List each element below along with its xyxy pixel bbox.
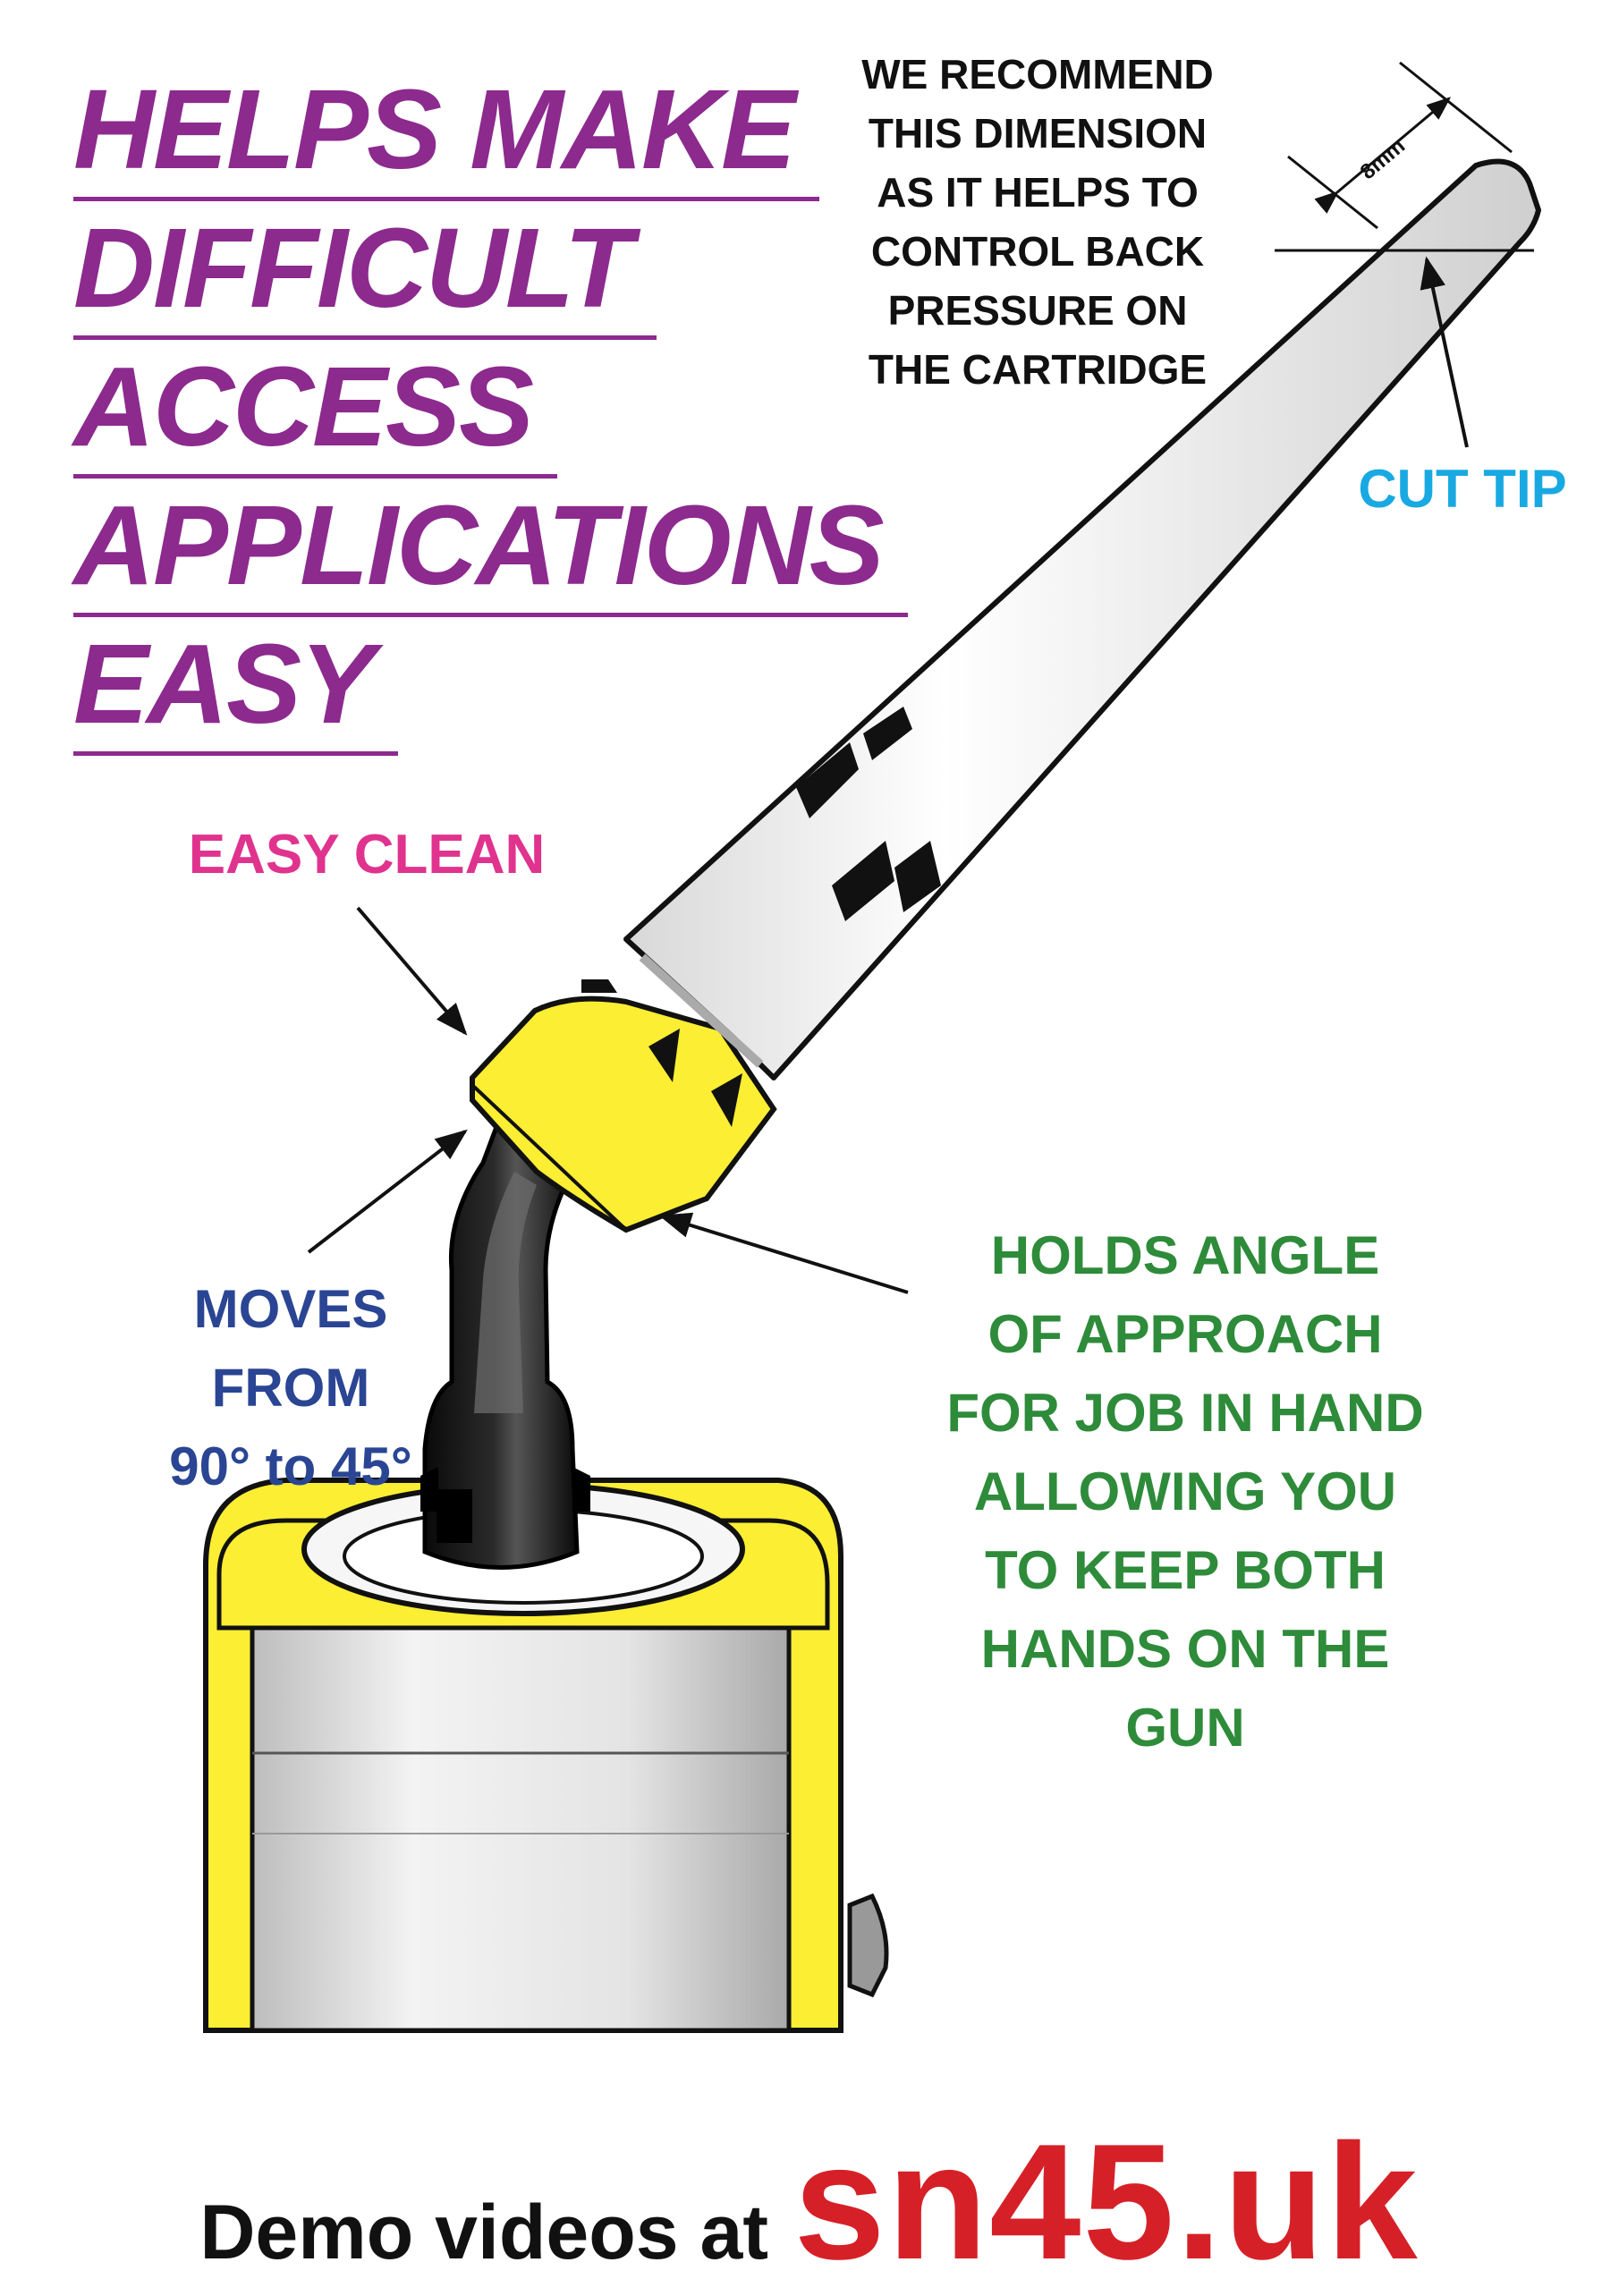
holds-angle-label: HOLDS ANGLE OF APPROACH FOR JOB IN HAND … [881, 1216, 1489, 1767]
footer-prefix: Demo videos at [199, 2190, 768, 2275]
recommendation-line: PRESSURE ON [887, 287, 1188, 334]
headline-line: ACCESS [73, 340, 558, 479]
headline-line: EASY [73, 617, 399, 756]
recommendation-line: THIS DIMENSION [868, 110, 1208, 157]
recommendation-line: AS IT HELPS TO [877, 169, 1199, 216]
dimension-marker [1275, 61, 1534, 252]
headline-line: DIFFICULT [73, 201, 657, 340]
moves-line: MOVES [193, 1279, 388, 1339]
headline: HELPS MAKE DIFFICULT ACCESS APPLICATIONS… [73, 63, 908, 756]
holds-line: GUN [1125, 1698, 1245, 1758]
cut-tip-label: CUT TIP [1358, 459, 1567, 519]
easy-clean-label: EASY CLEAN [188, 824, 546, 885]
dimension-label: 8mm [1356, 134, 1410, 185]
swivel-cap [470, 979, 777, 1233]
headline-line: HELPS MAKE [73, 63, 820, 201]
holds-line: ALLOWING YOU [973, 1461, 1397, 1521]
holds-line: TO KEEP BOTH [985, 1540, 1386, 1600]
recommendation-note: WE RECOMMEND THIS DIMENSION AS IT HELPS … [787, 45, 1288, 399]
holds-line: FOR JOB IN HAND [946, 1383, 1424, 1443]
recommendation-line: THE CARTRIDGE [868, 346, 1208, 393]
website-link[interactable]: sn45.uk [793, 2109, 1420, 2293]
footer: Demo videos at sn45.uk [0, 2106, 1619, 2296]
recommendation-line: WE RECOMMEND [861, 51, 1214, 97]
moves-line: 90° to 45° [169, 1436, 412, 1496]
cartridge-body [203, 1478, 889, 2033]
holds-line: HANDS ON THE [980, 1619, 1390, 1679]
holds-line: HOLDS ANGLE [990, 1225, 1380, 1285]
holds-line: OF APPROACH [988, 1304, 1383, 1364]
recommendation-line: CONTROL BACK [870, 228, 1205, 275]
headline-line: APPLICATIONS [73, 479, 908, 617]
black-spout [420, 1123, 590, 1570]
callout-arrows [307, 256, 1469, 1294]
moves-line: FROM [211, 1358, 370, 1418]
moves-label: MOVES FROM 90° to 45° [116, 1270, 465, 1506]
nozzle [623, 158, 1541, 1080]
